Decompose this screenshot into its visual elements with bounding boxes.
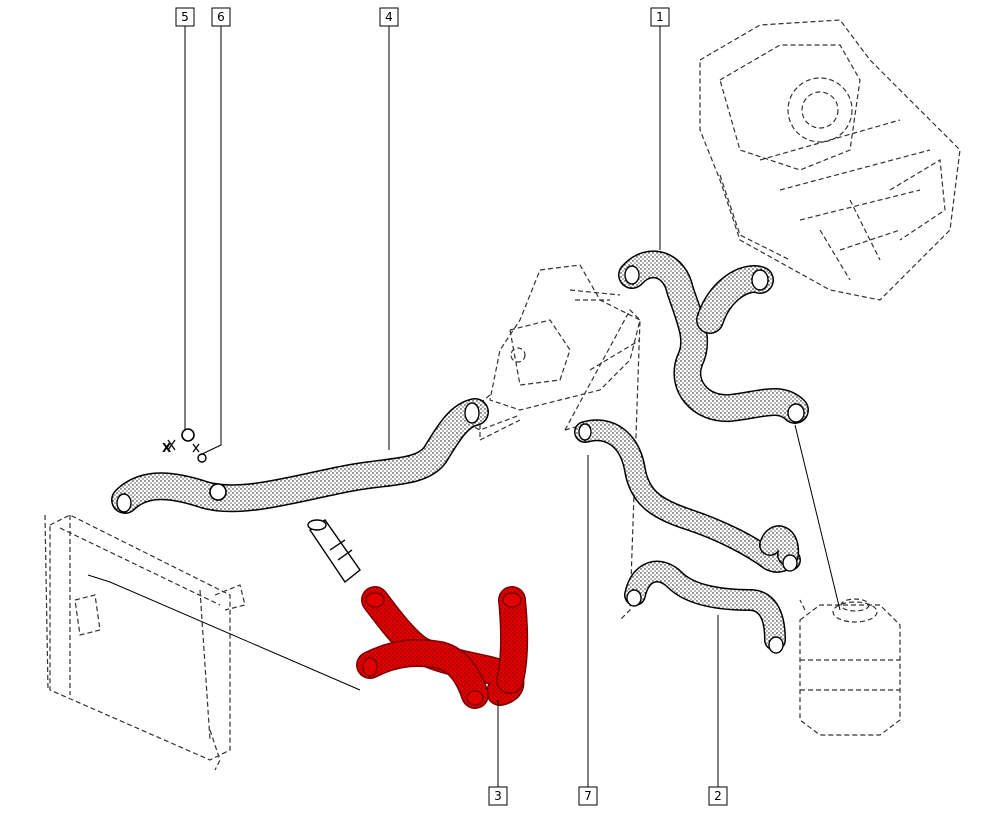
callout-2: 2 — [708, 786, 728, 806]
callout-3-label: 3 — [494, 789, 502, 803]
heater-unit — [699, 19, 961, 301]
hose-3-highlighted — [356, 586, 529, 709]
callout-5: 5 — [175, 7, 195, 27]
callout-5-label: 5 — [181, 10, 189, 24]
callout-1-label: 1 — [656, 10, 664, 24]
callout-6-label: 6 — [217, 10, 225, 24]
hose-4 — [111, 398, 489, 514]
radiator — [44, 514, 246, 771]
expansion-tank — [799, 598, 901, 736]
callout-7-label: 7 — [584, 789, 592, 803]
hose-7 — [574, 419, 801, 573]
callout-2-label: 2 — [714, 789, 722, 803]
callout-3: 3 — [488, 786, 508, 806]
connector-pipe — [307, 519, 361, 584]
bleed-screw-parts — [167, 428, 207, 463]
callout-7: 7 — [578, 786, 598, 806]
callout-1: 1 — [650, 7, 670, 27]
hose-2 — [624, 560, 786, 654]
leader-lines — [87, 26, 841, 787]
callout-6: 6 — [211, 7, 231, 27]
clip-mark-x: X — [162, 441, 172, 455]
callout-4-label: 4 — [385, 10, 393, 24]
callout-4: 4 — [379, 7, 399, 27]
hose-1 — [618, 250, 809, 424]
